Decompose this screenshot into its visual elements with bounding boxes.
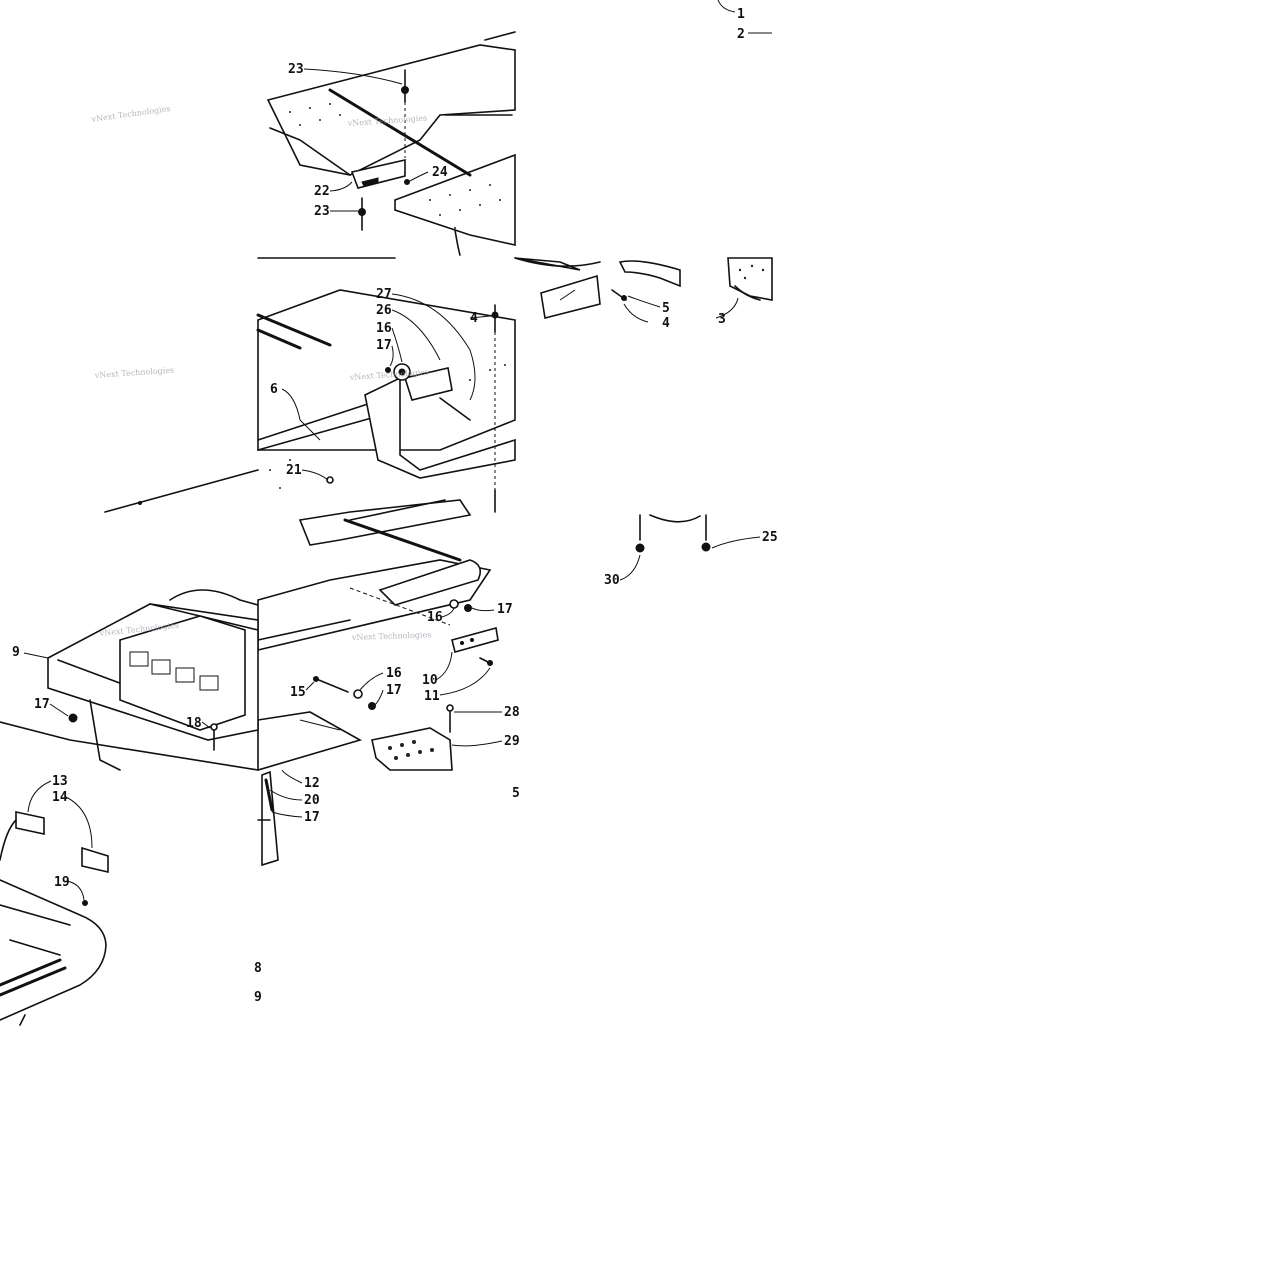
callout-27: 27: [376, 287, 392, 302]
callout-24: 24: [432, 165, 448, 180]
tunnel-plate-section: [514, 257, 773, 319]
tunnel-long-edge: [104, 469, 259, 513]
callout-6: 6: [270, 382, 278, 397]
callout-20: 20: [304, 793, 320, 808]
tunnel-rear-section: [266, 31, 516, 256]
callout-9: 9: [12, 645, 20, 660]
callout-25: 25: [762, 530, 778, 545]
bumper-corner-section: [0, 811, 109, 1026]
callout-17: 17: [497, 602, 513, 617]
callout-4: 4: [662, 316, 670, 331]
callout-8-partial: 8: [254, 961, 262, 976]
callout-5: 5: [512, 786, 520, 801]
callout-10: 10: [422, 673, 438, 688]
callout-17: 17: [304, 810, 320, 825]
callout-15: 15: [290, 685, 306, 700]
callout-19: 19: [54, 875, 70, 890]
callout-17: 17: [376, 338, 392, 353]
callout-26: 26: [376, 303, 392, 318]
callout-14: 14: [52, 790, 68, 805]
rivet-dots: [289, 103, 501, 229]
callout-30: 30: [604, 573, 620, 588]
leader-lines: [23, 68, 761, 901]
callout-17: 17: [386, 683, 402, 698]
callout-3: 3: [718, 312, 726, 327]
callout-16: 16: [376, 321, 392, 336]
callout-21: 21: [286, 463, 302, 478]
callout-16: 16: [427, 610, 443, 625]
callout-29: 29: [504, 734, 520, 749]
callout-1: 1: [737, 7, 745, 22]
callout-4: 4: [470, 311, 478, 326]
callout-5: 5: [662, 301, 670, 316]
callout-23: 23: [314, 204, 330, 219]
hitch-pin-section: [257, 770, 279, 867]
callout-13: 13: [52, 774, 68, 789]
callout-16: 16: [386, 666, 402, 681]
missing-tiles: [0, 0, 258, 258]
callout-9-partial: 9: [254, 990, 262, 1005]
callout-18: 18: [186, 716, 202, 731]
callout-labels: 1 2 3 4 4 5 5 6 9 10 11 12 13 14 15 16 1…: [12, 7, 778, 1005]
rear-bumper-section: [0, 589, 259, 771]
watermark-text: vNext Technologies: [351, 630, 432, 642]
callout-17: 17: [34, 697, 50, 712]
callout-11: 11: [424, 689, 440, 704]
callout-22: 22: [314, 184, 330, 199]
callout-28: 28: [504, 705, 520, 720]
lower-right-fasteners: [635, 514, 711, 553]
callout-12: 12: [304, 776, 320, 791]
callout-23: 23: [288, 62, 304, 77]
top-right-fragment: [717, 0, 772, 34]
hitch-assembly: [256, 257, 516, 513]
callout-2: 2: [737, 27, 745, 42]
